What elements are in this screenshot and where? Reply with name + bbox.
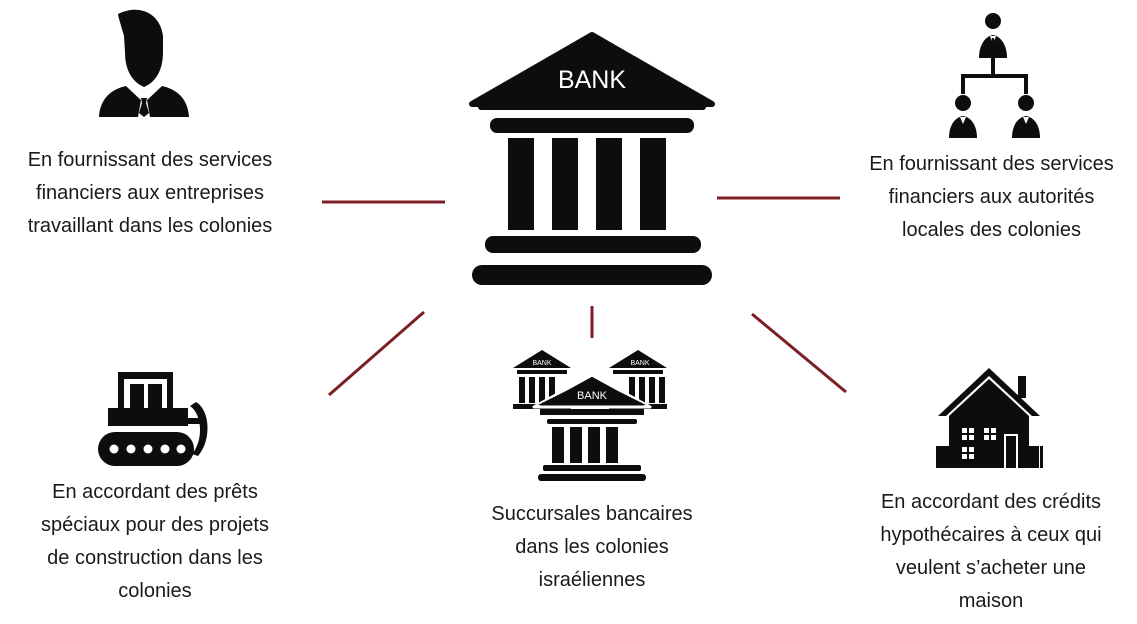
- node-bottom-left-label: En accordant des prêts spéciaux pour des…: [41, 481, 269, 602]
- connectors: [322, 196, 847, 397]
- node-bottom-right-label: En accordant des crédits hypothécaires à…: [880, 491, 1102, 612]
- house-icon: [936, 368, 1043, 468]
- bulldozer-icon: [98, 372, 208, 466]
- businessman-icon: [99, 9, 189, 117]
- connector-bottom-right: [751, 312, 847, 394]
- bank-label: BANK: [558, 66, 626, 94]
- org-hierarchy-icon: [949, 13, 1040, 138]
- branch-right-label: BANK: [630, 360, 649, 367]
- branch-left-label: BANK: [532, 360, 551, 367]
- branch-front-label: BANK: [577, 390, 608, 402]
- branch-front: BANK: [532, 373, 652, 481]
- bank-building-icon: BANK: [469, 32, 715, 285]
- node-top-left-label: En fournissant des services financiers a…: [27, 149, 273, 237]
- connector-bottom-left: [328, 310, 425, 397]
- bank-branches-icon: BANK BANK BANK: [513, 350, 667, 481]
- node-bottom-center-label: Succursales bancaires dans les colonies …: [491, 503, 693, 591]
- node-top-right-label: En fournissant des services financiers a…: [869, 153, 1114, 241]
